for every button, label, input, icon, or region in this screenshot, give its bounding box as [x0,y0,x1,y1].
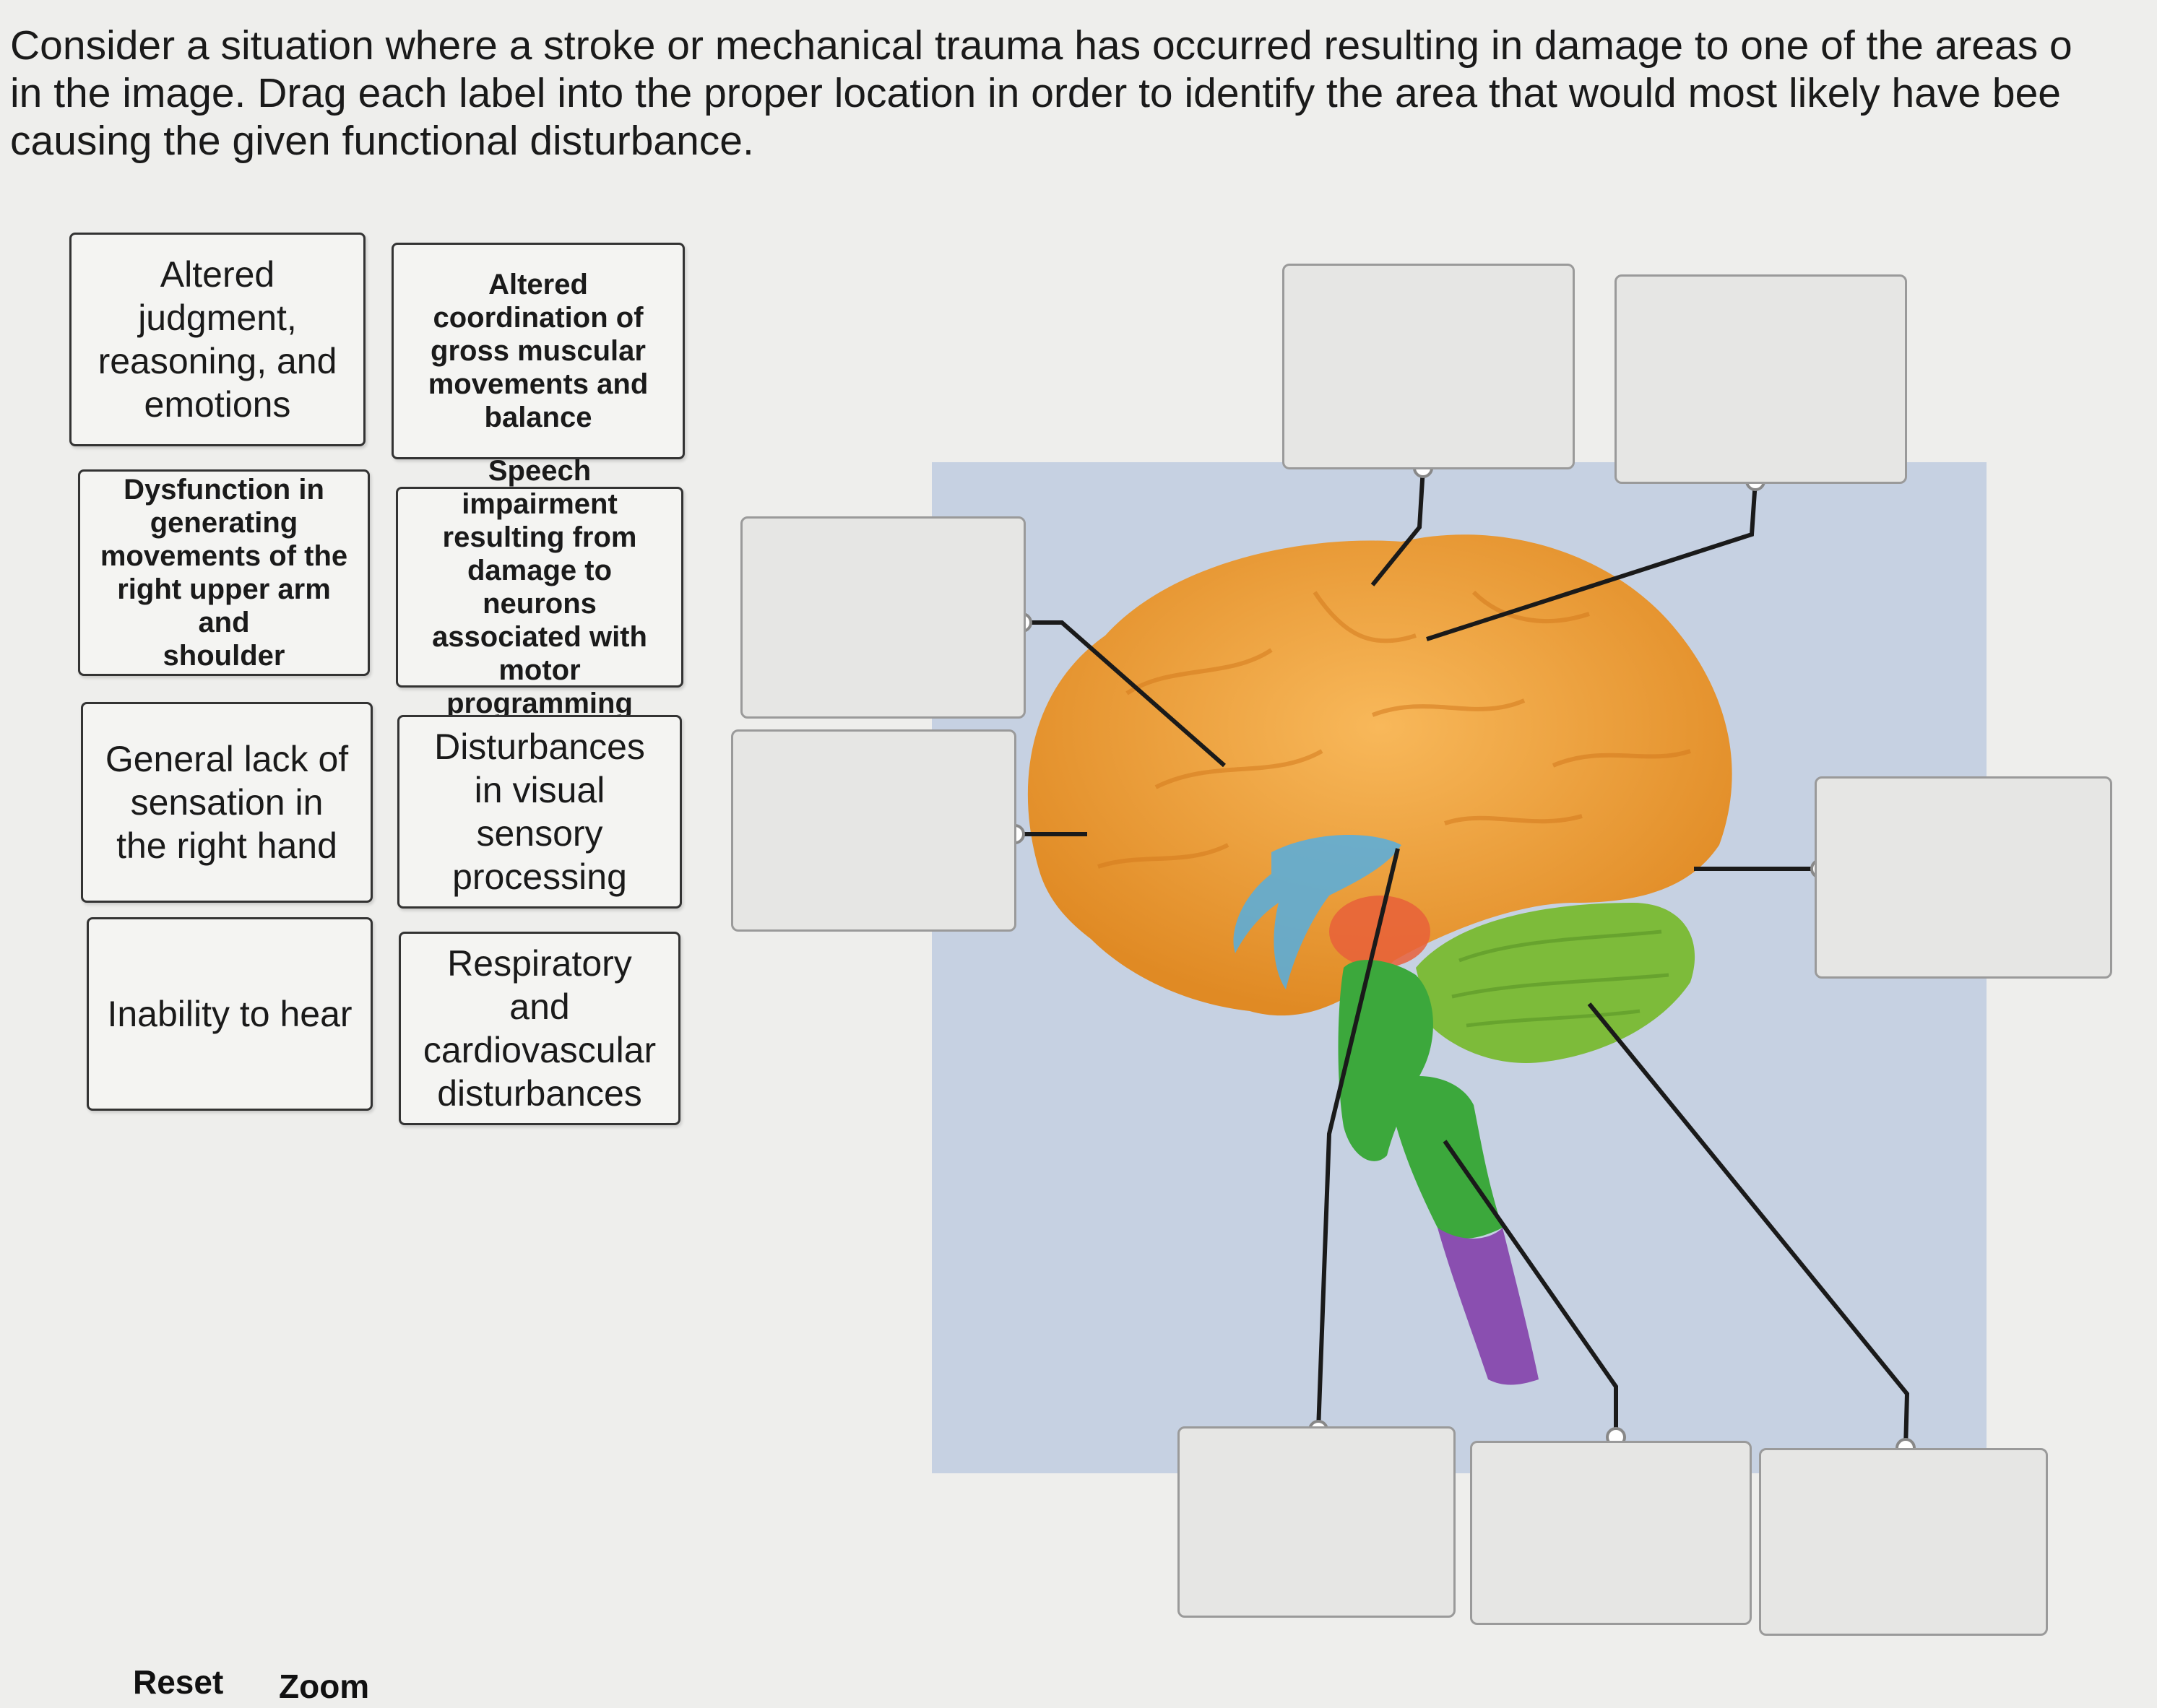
label-line: movements of the [100,540,348,572]
cerebrum [1027,534,1732,1016]
zoom-button[interactable]: Zoom [279,1668,370,1705]
label-line: associated with [432,621,647,653]
drop-target-left-upper[interactable] [740,516,1026,719]
drop-target-top-left[interactable] [1282,264,1575,469]
brainstem-pons [1338,960,1433,1161]
label-line: shoulder [163,640,285,672]
label-line: processing [452,857,627,897]
cerebrum-folds [1097,590,1691,869]
drop-target-top-right[interactable] [1614,274,1907,484]
label-line: balance [484,402,592,433]
instructions-text: Consider a situation where a stroke or m… [10,22,2148,165]
drop-target-right-middle[interactable] [1815,776,2112,979]
brainstem-lower [1387,1076,1503,1239]
label-line: coordination of [433,302,644,334]
label-coordination-balance[interactable]: Altered coordination of gross muscular m… [392,243,685,459]
instructions-line: Consider a situation where a stroke or m… [10,22,2072,69]
drop-target-bottom-middle[interactable] [1470,1441,1752,1625]
medulla-oblongata [1438,1228,1539,1385]
label-line: and [509,987,570,1027]
drop-target-bottom-right[interactable] [1759,1448,2048,1636]
label-line: sensory [476,813,603,854]
label-sensation-right-hand[interactable]: General lack of sensation in the right h… [81,702,373,903]
instructions-line: causing the given functional disturbance… [10,118,754,164]
ventricle [1233,835,1401,989]
label-line: Speech impairment [462,455,618,520]
label-line: Dysfunction in [124,474,324,506]
label-line: cardiovascular [423,1030,657,1070]
label-line: General lack of [105,739,349,779]
label-line: reasoning, and [98,341,337,381]
label-respiratory-cardiovascular[interactable]: Respiratory and cardiovascular disturban… [399,932,680,1125]
label-line: gross muscular [431,335,646,367]
instructions-line: in the image. Drag each label into the p… [10,70,2062,116]
label-line: Altered [488,269,588,300]
label-line: in visual [474,770,605,810]
drop-target-bottom-left[interactable] [1177,1426,1456,1618]
label-line: emotions [144,384,291,425]
label-line: sensation in [130,782,324,823]
label-inability-to-hear[interactable]: Inability to hear [87,917,373,1111]
label-line: resulting from [442,521,637,553]
label-line: Inability to hear [107,994,353,1034]
label-upper-arm-shoulder-movement[interactable]: Dysfunction in generating movements of t… [78,469,370,676]
label-line: motor programming [446,654,633,719]
label-line: disturbances [437,1073,642,1114]
label-line: Disturbances [434,727,645,767]
drop-target-left-lower[interactable] [731,729,1016,932]
label-visual-processing[interactable]: Disturbances in visual sensory processin… [397,715,682,909]
label-line: right upper arm and [117,573,331,638]
label-line: generating [150,507,298,539]
label-speech-impairment[interactable]: Speech impairment resulting from damage … [396,455,683,719]
leader-lines [1015,467,1910,1449]
reset-button[interactable]: Reset [133,1663,224,1701]
label-judgment-reasoning-emotions[interactable]: Altered judgment, reasoning, and emotion… [69,233,366,446]
label-line: judgment, [138,298,297,338]
label-line: movements and [428,368,649,400]
cerebellum-folds [1451,929,1669,1028]
label-line: Altered [160,254,275,295]
label-line: Respiratory [447,943,632,984]
label-line: the right hand [116,825,337,866]
label-line: damage to neurons [467,555,613,620]
